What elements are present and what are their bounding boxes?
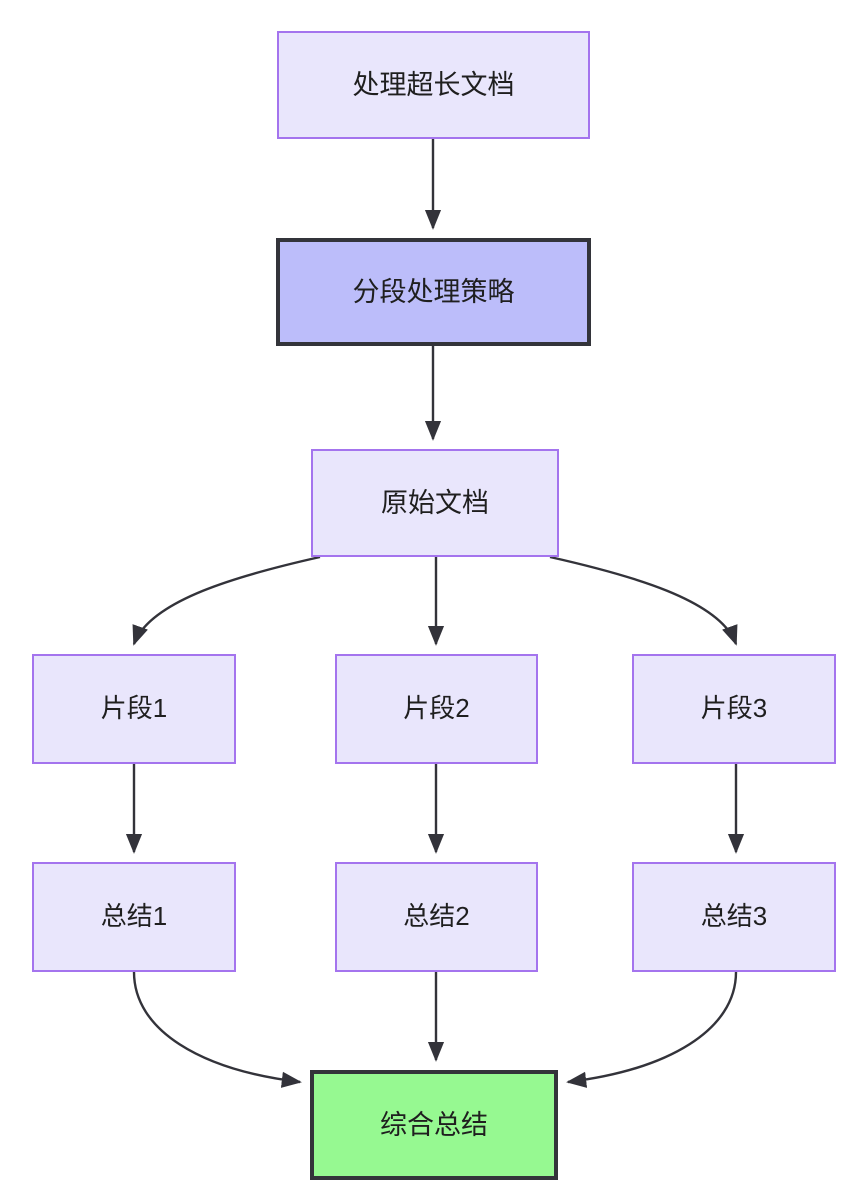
edge-n7-n10	[132, 971, 302, 1088]
node-summary-1[interactable]: 总结1	[32, 862, 236, 972]
node-fragment-2[interactable]: 片段2	[335, 654, 538, 764]
node-label: 总结3	[700, 901, 768, 932]
node-label: 分段处理策略	[352, 276, 515, 307]
node-summary-2[interactable]: 总结2	[335, 862, 538, 972]
node-process-long-document[interactable]: 处理超长文档	[277, 31, 590, 139]
node-label: 综合总结	[380, 1109, 488, 1140]
node-label: 片段3	[700, 693, 768, 724]
node-segmented-strategy[interactable]: 分段处理策略	[276, 238, 591, 346]
node-label: 总结2	[403, 901, 470, 932]
node-label: 片段1	[100, 693, 168, 724]
node-summary-3[interactable]: 总结3	[632, 862, 836, 972]
edge-n3-n6	[549, 555, 738, 646]
node-label: 总结1	[100, 901, 168, 932]
node-label: 原始文档	[381, 487, 489, 518]
node-fragment-1[interactable]: 片段1	[32, 654, 236, 764]
node-label: 处理超长文档	[352, 69, 515, 100]
node-fragment-3[interactable]: 片段3	[632, 654, 836, 764]
edge-n9-n10	[566, 971, 738, 1088]
node-label: 片段2	[403, 693, 470, 724]
node-comprehensive-summary[interactable]: 综合总结	[310, 1070, 558, 1180]
node-original-document[interactable]: 原始文档	[311, 449, 559, 557]
edge-n3-n4	[132, 555, 321, 646]
